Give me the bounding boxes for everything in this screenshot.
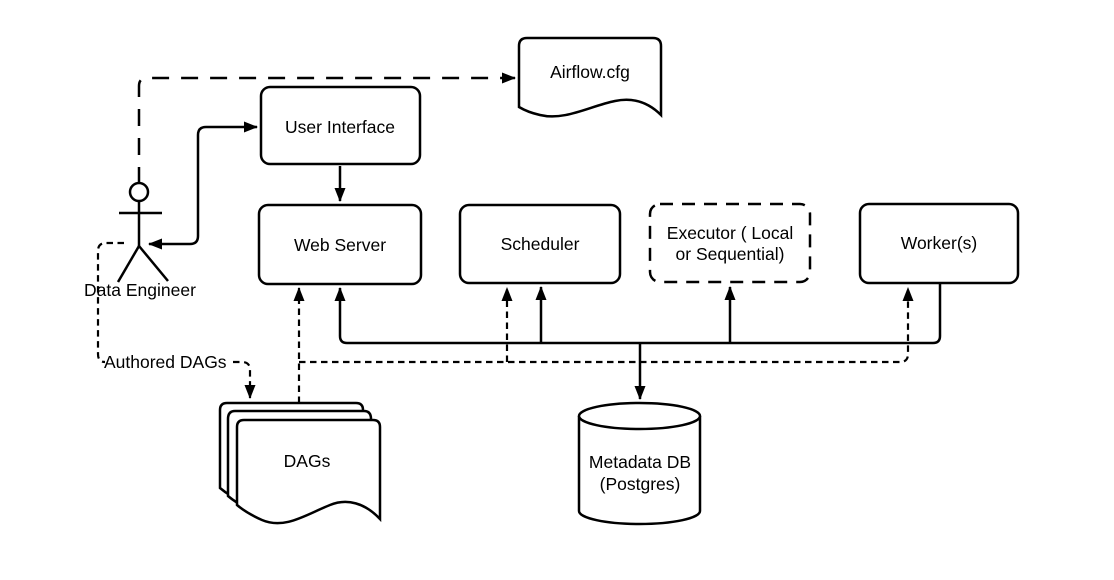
web-server-label: Web Server	[294, 235, 386, 255]
data-engineer-leg-left	[116, 245, 141, 283]
metadata-db-label-line2: (Postgres)	[600, 474, 681, 494]
executor-label-line1: Executor ( Local	[667, 223, 793, 243]
scheduler-box	[458, 203, 622, 285]
dags-document-front	[235, 418, 382, 525]
edge-dags-to-workers	[299, 287, 914, 364]
data-engineer-label: Data Engineer	[84, 280, 196, 300]
node-scheduler: Scheduler	[458, 203, 622, 285]
web-server-box	[257, 203, 423, 286]
user-interface-box	[259, 85, 422, 166]
metadata-db-cylinder-body	[577, 416, 702, 526]
edge-data-engineer-to-airflow-cfg	[137, 72, 516, 184]
node-airflow-cfg: Airflow.cfg	[517, 36, 663, 119]
executor-label-line2: or Sequential)	[676, 244, 785, 264]
executor-box	[648, 202, 812, 284]
node-workers: Worker(s)	[858, 202, 1020, 285]
node-metadata-db: Metadata DB (Postgres)	[577, 401, 702, 526]
airflow-cfg-label: Airflow.cfg	[550, 62, 630, 82]
workers-label: Worker(s)	[901, 233, 977, 253]
node-web-server: Web Server	[257, 203, 423, 286]
metadata-db-label-line1: Metadata DB	[589, 452, 691, 472]
data-engineer-leg-right	[138, 245, 169, 282]
scheduler-label: Scheduler	[501, 234, 580, 254]
authored-dags-label: Authored DAGs	[104, 352, 227, 372]
node-executor: Executor ( Local or Sequential)	[648, 202, 812, 284]
node-user-interface: User Interface	[259, 85, 422, 166]
edge-data-engineer-user-interface	[148, 121, 258, 250]
airflow-cfg-document-shape	[517, 36, 663, 119]
workers-box	[858, 202, 1020, 285]
edge-authored-dags-to-dags	[233, 360, 256, 399]
user-interface-label: User Interface	[285, 117, 395, 137]
dags-label: DAGs	[284, 451, 331, 471]
actor-data-engineer: Data Engineer	[84, 181, 196, 300]
data-engineer-head	[128, 181, 150, 203]
node-dags: DAGs	[218, 401, 382, 525]
metadata-db-cylinder-top	[577, 401, 702, 431]
